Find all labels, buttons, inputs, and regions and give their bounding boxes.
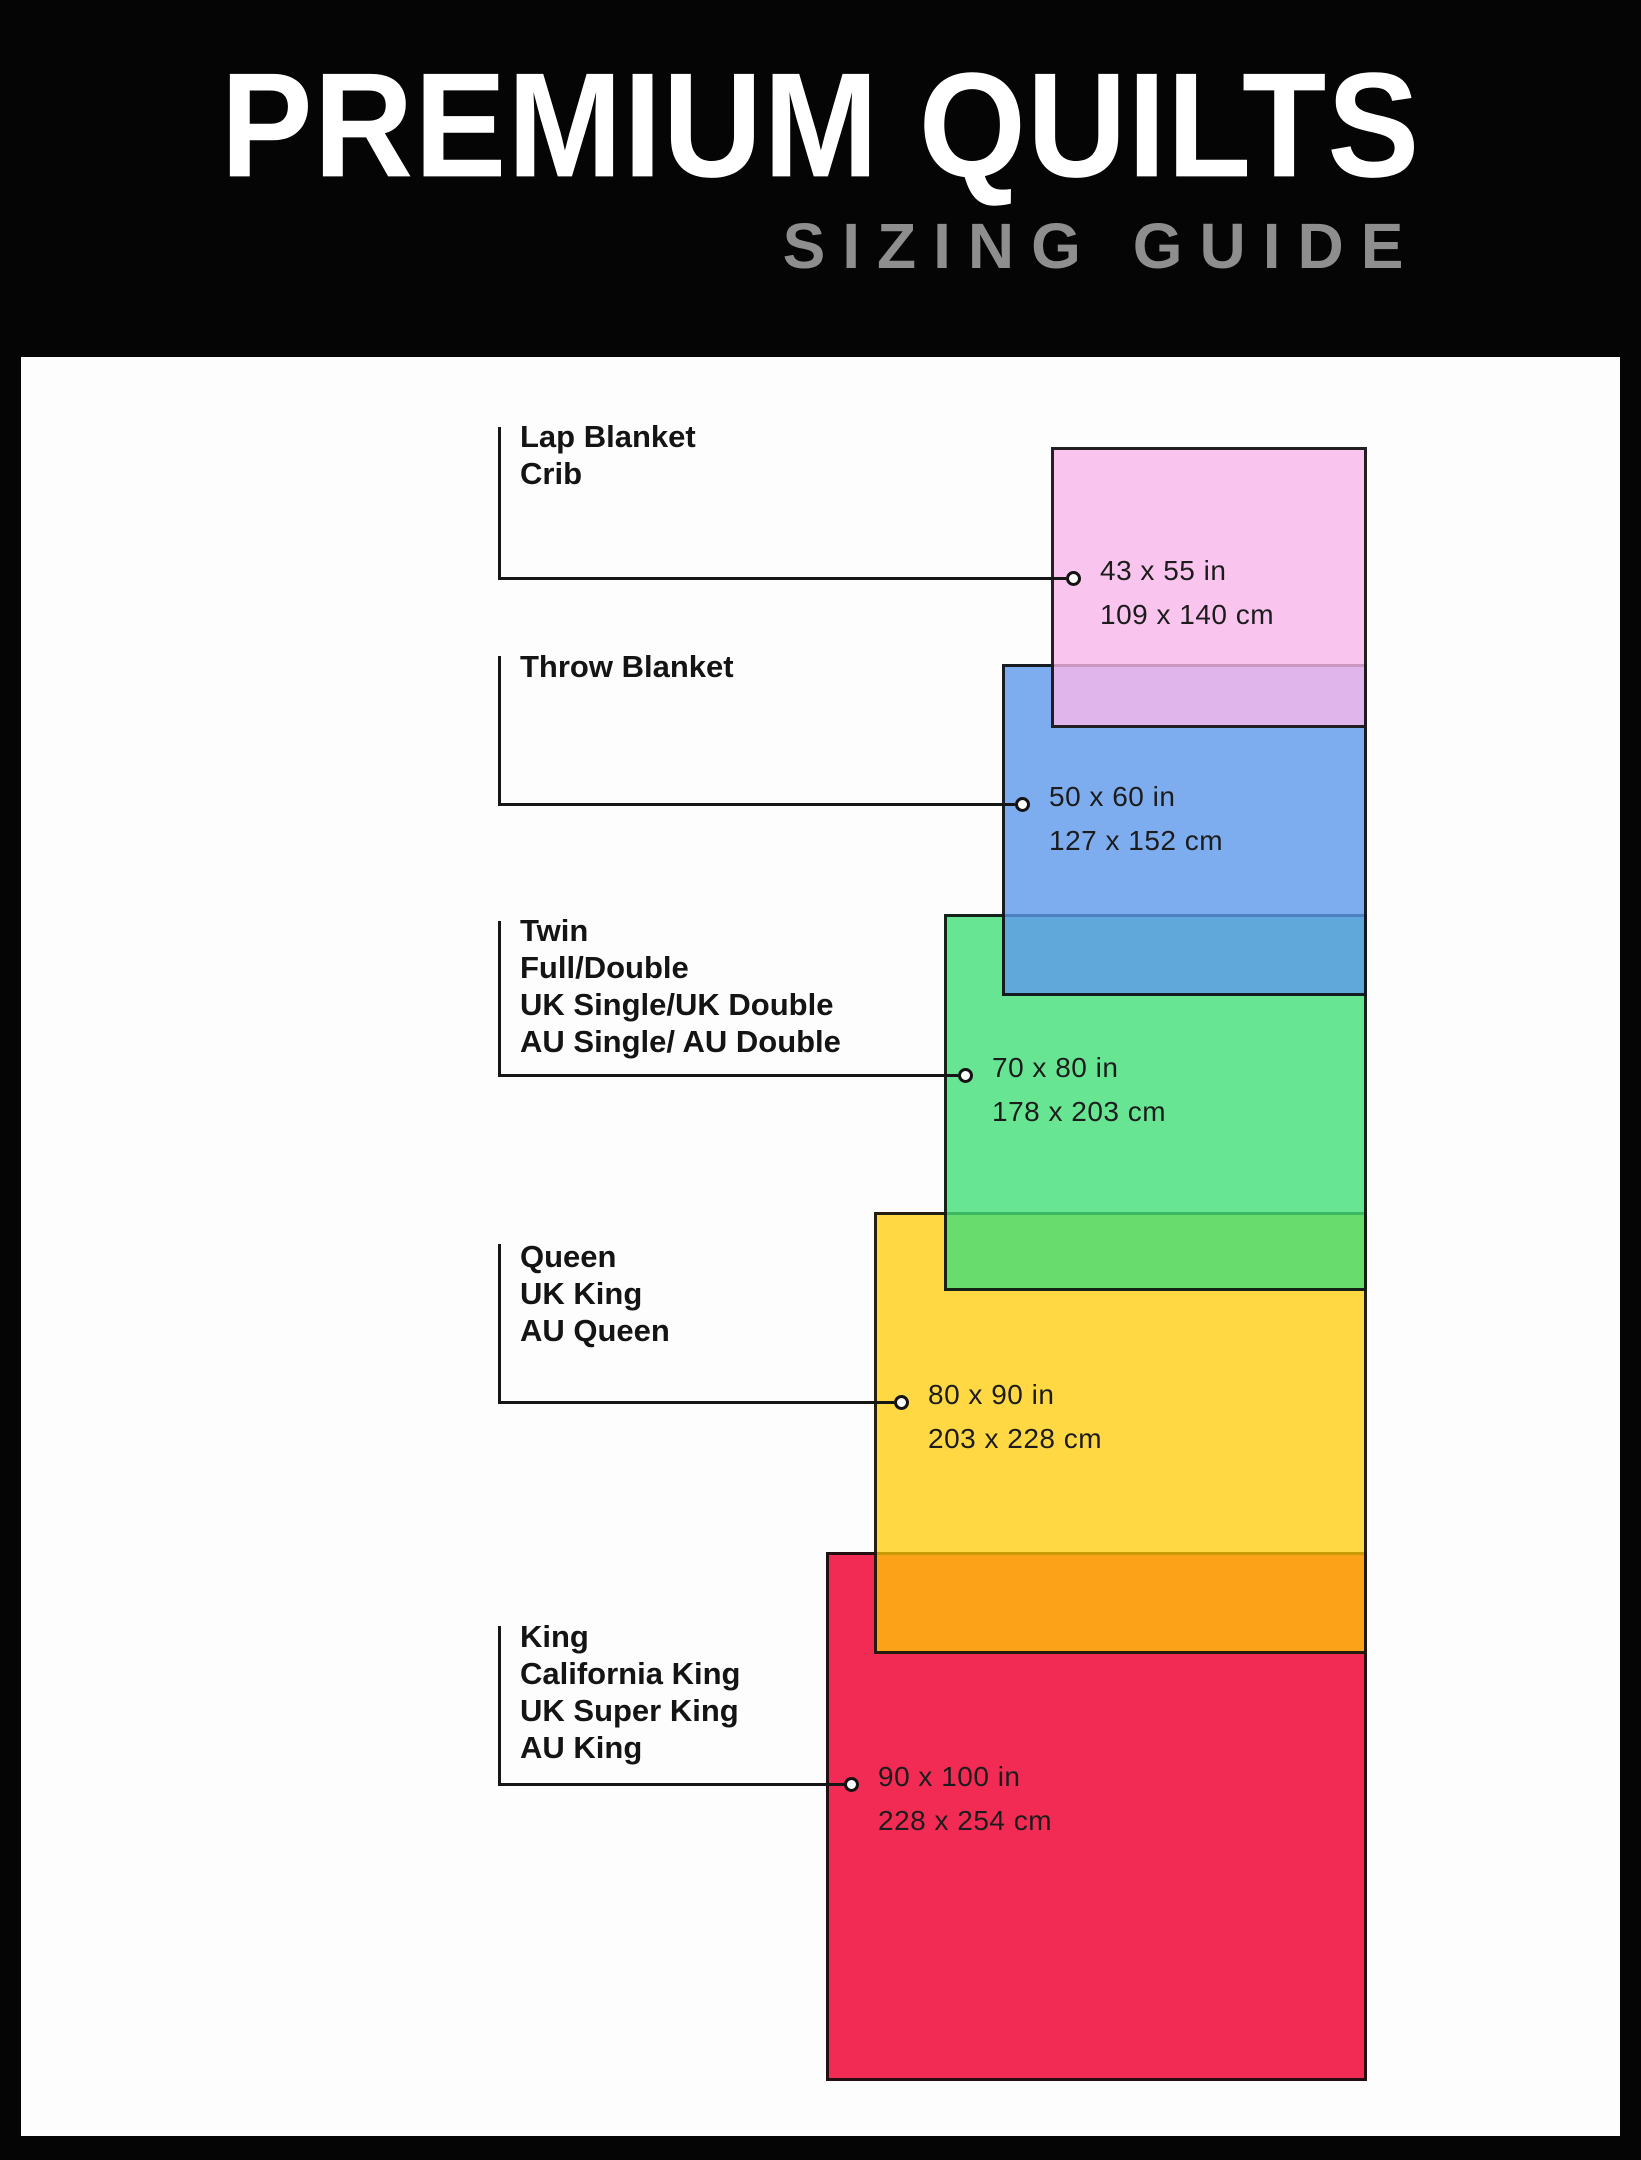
label-line: UK Single/UK Double bbox=[520, 987, 834, 1022]
connector-line bbox=[498, 1626, 501, 1786]
connector-line bbox=[498, 1244, 501, 1404]
label-queen: Queen UK King AU Queen bbox=[520, 1238, 670, 1349]
connector-line bbox=[498, 803, 1015, 806]
label-king: King California King UK Super King AU Ki… bbox=[520, 1618, 740, 1766]
label-line: UK Super King bbox=[520, 1693, 739, 1728]
size-inches: 90 x 100 in bbox=[878, 1761, 1021, 1792]
label-line: AU Single/ AU Double bbox=[520, 1024, 841, 1059]
label-line: Full/Double bbox=[520, 950, 689, 985]
connector-dot bbox=[1066, 571, 1081, 586]
header: PREMIUM QUILTS SIZING GUIDE bbox=[0, 0, 1641, 283]
connector-line bbox=[498, 921, 501, 1077]
label-twin: Twin Full/Double UK Single/UK Double AU … bbox=[520, 912, 841, 1060]
label-throw-blanket: Throw Blanket bbox=[520, 648, 734, 685]
label-line: Throw Blanket bbox=[520, 649, 734, 684]
label-line: Crib bbox=[520, 456, 582, 491]
size-caption-twin: 70 x 80 in 178 x 203 cm bbox=[992, 1046, 1166, 1134]
label-line: King bbox=[520, 1619, 589, 1654]
size-cm: 178 x 203 cm bbox=[992, 1096, 1167, 1127]
size-caption-king: 90 x 100 in 228 x 254 cm bbox=[878, 1755, 1052, 1843]
connector-dot bbox=[958, 1068, 973, 1083]
quilt-rect-lap-blanket bbox=[1051, 447, 1367, 728]
size-cm: 203 x 228 cm bbox=[928, 1423, 1103, 1454]
label-line: California King bbox=[520, 1656, 741, 1691]
size-caption-queen: 80 x 90 in 203 x 228 cm bbox=[928, 1373, 1102, 1461]
connector-line bbox=[498, 1783, 844, 1786]
label-line: Lap Blanket bbox=[520, 419, 696, 454]
size-cm: 127 x 152 cm bbox=[1049, 825, 1224, 856]
label-line: AU King bbox=[520, 1730, 643, 1765]
size-inches: 80 x 90 in bbox=[928, 1379, 1055, 1410]
size-cm: 228 x 254 cm bbox=[878, 1805, 1053, 1836]
page-title: PREMIUM QUILTS bbox=[220, 42, 1421, 209]
size-cm: 109 x 140 cm bbox=[1100, 599, 1275, 630]
content-panel bbox=[21, 357, 1620, 2136]
label-line: UK King bbox=[520, 1276, 643, 1311]
label-line: AU Queen bbox=[520, 1313, 670, 1348]
label-line: Twin bbox=[520, 913, 589, 948]
size-inches: 43 x 55 in bbox=[1100, 555, 1227, 586]
page-subtitle: SIZING GUIDE bbox=[782, 209, 1421, 282]
connector-line bbox=[498, 577, 1066, 580]
size-inches: 70 x 80 in bbox=[992, 1052, 1119, 1083]
connector-line bbox=[498, 1074, 958, 1077]
label-lap-blanket: Lap Blanket Crib bbox=[520, 418, 696, 492]
connector-dot bbox=[1015, 797, 1030, 812]
size-caption-lap: 43 x 55 in 109 x 140 cm bbox=[1100, 549, 1274, 637]
connector-line bbox=[498, 1401, 894, 1404]
size-caption-throw: 50 x 60 in 127 x 152 cm bbox=[1049, 775, 1223, 863]
connector-line bbox=[498, 427, 501, 580]
size-inches: 50 x 60 in bbox=[1049, 781, 1176, 812]
connector-dot bbox=[844, 1777, 859, 1792]
connector-dot bbox=[894, 1395, 909, 1410]
connector-line bbox=[498, 656, 501, 806]
header-inner: PREMIUM QUILTS SIZING GUIDE bbox=[221, 50, 1421, 283]
label-line: Queen bbox=[520, 1239, 617, 1274]
